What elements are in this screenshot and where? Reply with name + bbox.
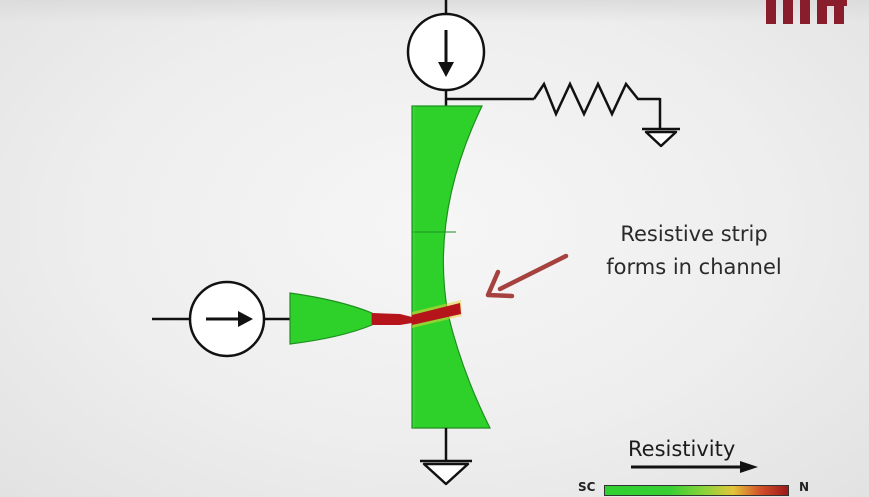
- current-source-right-icon: [188, 280, 266, 358]
- gate-taper: [289, 292, 373, 345]
- resistor-icon: [532, 81, 660, 118]
- annotation-line-2: forms in channel: [606, 255, 782, 279]
- ground-icon: [642, 127, 680, 148]
- ground-icon: [420, 459, 472, 486]
- mit-logo-icon: [766, 0, 847, 24]
- colorbar-min-label: SC: [578, 480, 596, 494]
- colorbar-title: Resistivity: [628, 437, 736, 461]
- top-bar: [0, 0, 869, 22]
- current-source-down-icon: [406, 12, 486, 92]
- colorbar-arrow-icon: [631, 461, 758, 473]
- annotation-line-1: Resistive strip: [620, 222, 768, 246]
- resistive-strip: [412, 300, 462, 328]
- colorbar: [604, 485, 789, 496]
- superconducting-channel: [411, 105, 491, 429]
- colorbar-max-label: N: [799, 480, 810, 494]
- annotation-arrow-icon: [485, 253, 569, 299]
- gate-connection: [372, 313, 412, 325]
